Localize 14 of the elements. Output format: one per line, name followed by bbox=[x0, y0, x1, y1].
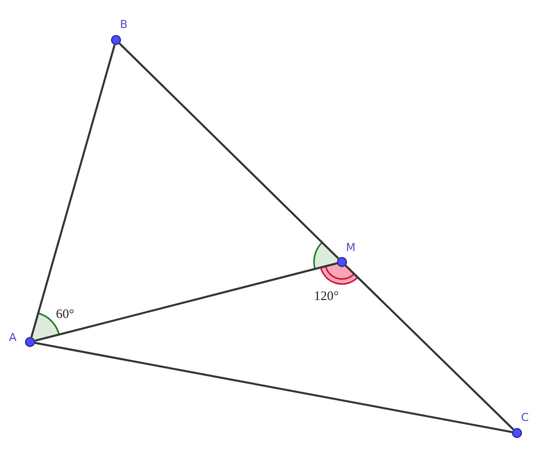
line-segment bbox=[118, 42, 340, 260]
point-label: A bbox=[9, 331, 17, 344]
point-label: M bbox=[346, 241, 356, 254]
line-segment bbox=[30, 44, 116, 338]
point-dot bbox=[512, 428, 522, 438]
point-label: C bbox=[521, 411, 529, 424]
line-segment bbox=[34, 342, 512, 434]
line-segment bbox=[34, 262, 338, 342]
line-segment bbox=[344, 264, 514, 430]
point-dot bbox=[111, 35, 121, 45]
angle-label: 60° bbox=[56, 306, 74, 322]
point-label: B bbox=[120, 18, 128, 31]
point-dot bbox=[25, 337, 35, 347]
angle-label: 120° bbox=[314, 288, 339, 304]
